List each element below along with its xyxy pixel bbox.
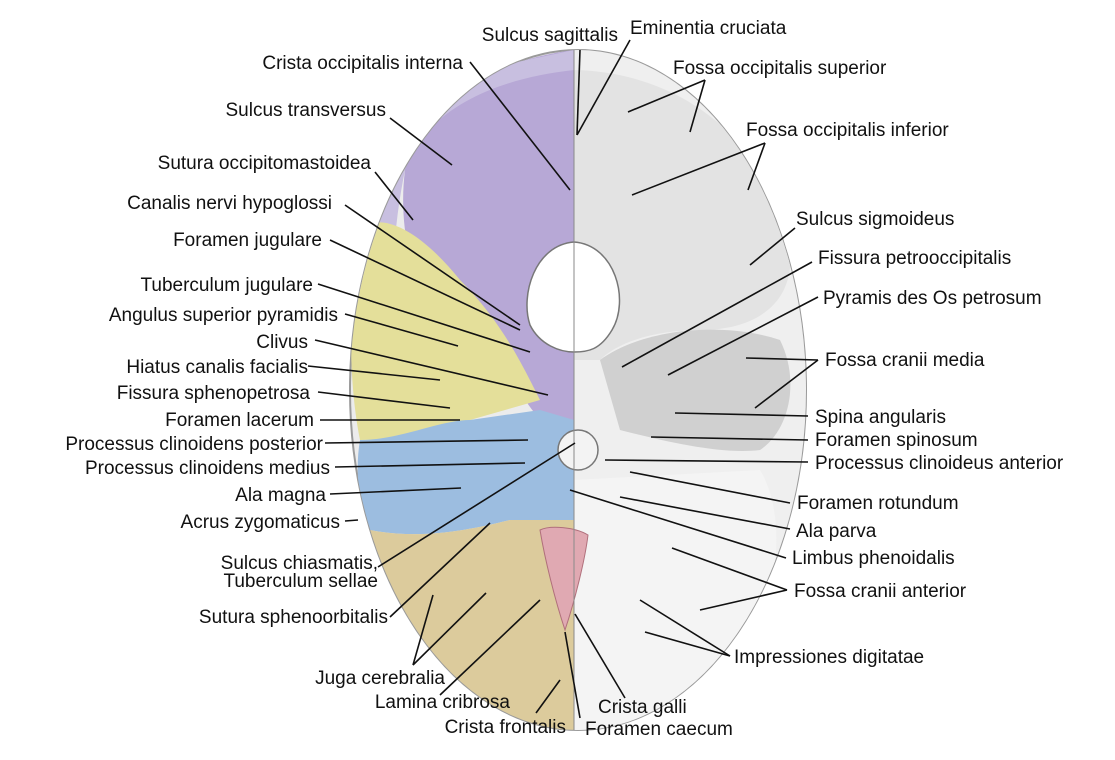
label-foramen-rotundum: Foramen rotundum: [797, 493, 959, 514]
label-lamina-cribrosa: Lamina cribrosa: [375, 692, 511, 713]
label-crista-frontalis: Crista frontalis: [445, 717, 566, 738]
label-sulcus-chiasmatis-line1: Sulcus chiasmatis,: [221, 553, 378, 574]
label-acrus-zygomaticus: Acrus zygomaticus: [181, 512, 340, 533]
label-processus-clinoideus-anterior: Processus clinoideus anterior: [815, 453, 1064, 474]
label-fossa-occipitalis-inferior: Fossa occipitalis inferior: [746, 120, 949, 141]
label-canalis-nervi-hypoglossi: Canalis nervi hypoglossi: [127, 193, 332, 214]
label-fissura-sphenopetrosa: Fissura sphenopetrosa: [117, 383, 311, 404]
label-sulcus-chiasmatis-line2: Tuberculum sellae: [223, 571, 378, 592]
sella-turcica: [557, 429, 599, 471]
labels: Sulcus sagittalis Eminentia cruciata Cri…: [65, 18, 1064, 740]
occipital-region: [403, 50, 574, 430]
label-sutura-occipitomastoidea: Sutura occipitomastoidea: [158, 153, 372, 174]
frontal-region: [370, 520, 574, 730]
label-hiatus-canalis-facialis: Hiatus canalis facialis: [126, 357, 308, 378]
temporal-region: [351, 222, 540, 440]
label-ala-magna: Ala magna: [235, 485, 326, 506]
label-eminentia-cruciata: Eminentia cruciata: [630, 18, 787, 39]
label-fissura-petrooccipitalis: Fissura petrooccipitalis: [818, 248, 1011, 269]
right-middle-fossa: [600, 329, 791, 451]
label-clivus: Clivus: [256, 332, 308, 353]
leader-lines: [307, 39, 819, 719]
label-fossa-cranii-media: Fossa cranii media: [825, 350, 985, 371]
crista-galli-shape: [539, 526, 589, 632]
label-sulcus-transversus: Sulcus transversus: [225, 100, 386, 121]
label-tuberculum-jugulare: Tuberculum jugulare: [141, 275, 314, 296]
label-spina-angularis: Spina angularis: [815, 407, 946, 428]
label-foramen-spinosum: Foramen spinosum: [815, 430, 978, 451]
label-fossa-occipitalis-superior: Fossa occipitalis superior: [673, 58, 887, 79]
label-impressiones-digitatae: Impressiones digitatae: [734, 647, 924, 668]
label-processus-clinoidens-posterior: Processus clinoidens posterior: [65, 434, 323, 455]
label-angulus-superior-pyramidis: Angulus superior pyramidis: [109, 305, 338, 326]
label-foramen-lacerum: Foramen lacerum: [165, 410, 314, 431]
label-processus-clinoidens-medius: Processus clinoidens medius: [85, 458, 330, 479]
label-sulcus-sigmoideus: Sulcus sigmoideus: [796, 209, 954, 230]
label-crista-galli: Crista galli: [598, 697, 687, 718]
label-pyramis-des-os-petrosum: Pyramis des Os petrosum: [823, 288, 1042, 309]
label-sulcus-sagittalis: Sulcus sagittalis: [482, 25, 618, 46]
label-crista-occipitalis-interna: Crista occipitalis interna: [262, 53, 463, 74]
label-fossa-cranii-anterior: Fossa cranii anterior: [794, 581, 967, 602]
label-foramen-caecum: Foramen caecum: [585, 719, 733, 740]
label-limbus-phenoidalis: Limbus phenoidalis: [792, 548, 955, 569]
label-ala-parva: Ala parva: [796, 521, 877, 542]
label-sutura-sphenoorbitalis: Sutura sphenoorbitalis: [199, 607, 388, 628]
label-foramen-jugulare: Foramen jugulare: [173, 230, 322, 251]
label-juga-cerebralia: Juga cerebralia: [315, 668, 445, 689]
